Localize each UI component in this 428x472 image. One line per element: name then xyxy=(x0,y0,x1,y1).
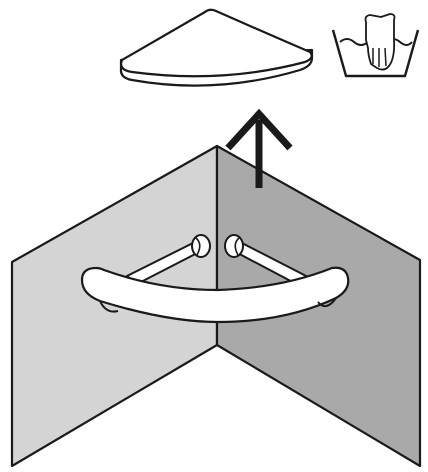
rail-end-left xyxy=(99,300,119,313)
shelf-rail xyxy=(80,234,350,324)
wash-tub xyxy=(331,29,420,78)
shelf-tray-top xyxy=(120,8,313,78)
wall-mount-right xyxy=(224,234,244,258)
wash-hand xyxy=(364,13,396,71)
shelf-tray xyxy=(119,8,314,87)
hand-wash-icon xyxy=(331,13,420,78)
rail-front-curve xyxy=(80,266,350,324)
rail-end-right xyxy=(317,297,337,308)
arrow-up-icon xyxy=(225,108,293,188)
wall-mount-left xyxy=(191,234,211,258)
